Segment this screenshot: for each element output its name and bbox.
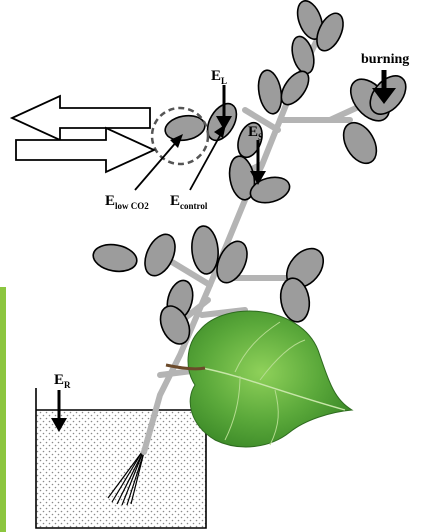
double-hollow-arrow-icon	[12, 96, 154, 172]
leaf	[255, 68, 284, 115]
e-l-label: EL	[211, 68, 227, 86]
leaf	[139, 230, 181, 281]
e-r-label: ER	[54, 372, 71, 390]
outgoing-arrow	[12, 96, 150, 140]
burning-label: burning	[361, 52, 409, 67]
pointer-control	[190, 132, 222, 190]
leaf	[288, 34, 317, 76]
e-low-co2-label: Elow CO2	[105, 193, 149, 211]
leaf	[337, 117, 383, 169]
incoming-arrow	[16, 128, 154, 172]
e-control-label: Econtrol	[170, 193, 208, 211]
leaf	[91, 241, 139, 274]
water-container	[36, 388, 206, 528]
water-fill	[36, 410, 206, 528]
leaf	[190, 225, 220, 275]
